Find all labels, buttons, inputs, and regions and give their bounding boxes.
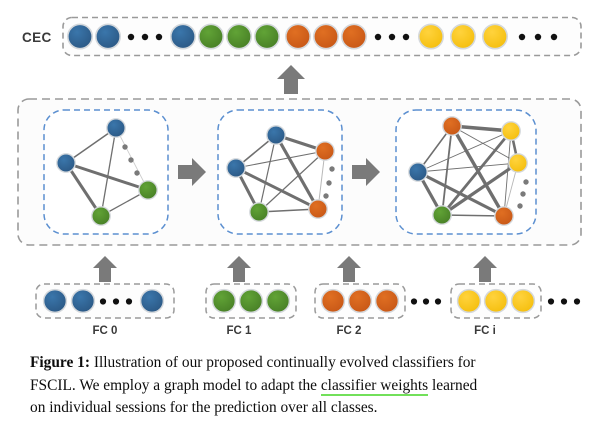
graph1-node-blue-top <box>266 125 286 145</box>
cec-node-blue-1 <box>67 23 94 50</box>
caption-label: Figure 1: <box>30 354 90 371</box>
fci-node-yellow-1 <box>456 288 482 314</box>
cec-node-orange-1 <box>284 23 311 50</box>
figure-caption: Figure 1: Illustration of our proposed c… <box>30 352 575 420</box>
cec-ellipsis-3 <box>518 33 558 41</box>
caption-line2-suffix: learned <box>428 376 478 394</box>
caption-line2-prefix: FSCIL. We employ a graph model to adapt … <box>30 376 321 394</box>
fci-trailing-ellipsis <box>547 298 581 305</box>
cec-node-yellow-1 <box>417 23 444 50</box>
cec-ellipsis-2 <box>374 33 410 41</box>
graph1-node-orange-bottom <box>308 199 328 219</box>
graph1-node-green-bottom <box>249 202 269 222</box>
cec-node-orange-3 <box>340 23 367 50</box>
fc1-node-green-1 <box>211 288 237 314</box>
cec-node-yellow-3 <box>481 23 508 50</box>
cec-node-green-3 <box>254 23 281 50</box>
graph2-node-yellow-right <box>508 153 528 173</box>
arrow-right-session-1-to-2 <box>352 158 380 186</box>
cec-node-blue-2 <box>95 23 122 50</box>
graph1-node-blue-left <box>226 158 246 178</box>
caption-line3: on individual sessions for the predictio… <box>30 399 378 416</box>
fc1-node-green-2 <box>238 288 264 314</box>
arrow-up-fci <box>473 256 497 282</box>
graph2-node-orange-bottom <box>494 206 514 226</box>
cec-node-blue-3 <box>170 23 197 50</box>
cec-label: CEC <box>22 30 52 45</box>
caption-highlight-classifier-weights: classifier weights <box>320 376 429 396</box>
fc-group-1-nodes <box>211 288 291 314</box>
graph2-node-orange-top <box>442 116 462 136</box>
arrow-up-fc1 <box>227 256 251 282</box>
caption-line1-text: Illustration of our proposed continually… <box>89 354 476 371</box>
cec-node-green-2 <box>226 23 253 50</box>
fc0-node-blue-3 <box>139 288 165 314</box>
graph-panel-session-1-ellipsis <box>323 166 335 199</box>
fci-node-yellow-3 <box>510 288 536 314</box>
fc-group-0-label: FC 0 <box>93 325 118 337</box>
fc2-trailing-ellipsis <box>410 298 442 305</box>
arrow-up-fc0 <box>93 256 117 282</box>
fc2-node-orange-2 <box>347 288 373 314</box>
fc2-node-orange-1 <box>320 288 346 314</box>
fc-group-i-nodes <box>456 288 536 314</box>
graph2-node-green-bottom <box>432 205 452 225</box>
fc-group-1-label: FC 1 <box>227 325 253 337</box>
fc0-node-blue-1 <box>42 288 68 314</box>
graph2-node-blue-left <box>408 162 428 182</box>
graph-panel-session-0 <box>43 109 169 235</box>
fc2-node-orange-3 <box>374 288 400 314</box>
cec-ellipsis-1 <box>127 33 163 41</box>
cec-node-orange-2 <box>312 23 339 50</box>
fc-group-0-nodes <box>42 288 165 314</box>
cec-node-green-1 <box>198 23 225 50</box>
arrow-up-to-cec <box>277 65 305 94</box>
fc-group-i-label: FC i <box>474 325 496 337</box>
fc-group-2-label: FC 2 <box>337 325 362 337</box>
graph0-node-blue-left <box>56 153 76 173</box>
graph-panel-session-2-ellipsis <box>517 179 529 209</box>
graph2-node-yellow-top <box>501 121 521 141</box>
graph1-node-orange-right <box>315 141 335 161</box>
graph0-node-green-right <box>138 180 158 200</box>
graph-panel-session-0-nodes <box>56 118 158 226</box>
arrow-right-session-0-to-1 <box>178 158 206 186</box>
fc1-node-green-3 <box>265 288 291 314</box>
fc0-ellipsis <box>99 298 133 305</box>
graph0-node-green-bottom <box>91 206 111 226</box>
fc-group-2-nodes <box>320 288 400 314</box>
graph-panel-session-1-nodes <box>226 125 335 222</box>
graph0-node-blue-top <box>106 118 126 138</box>
figure-illustration: CEC <box>17 16 582 337</box>
graph-panel-session-0-ellipsis <box>122 144 140 176</box>
fc0-node-blue-2 <box>70 288 96 314</box>
cec-node-list <box>67 23 558 50</box>
fci-node-yellow-2 <box>483 288 509 314</box>
cec-node-yellow-2 <box>449 23 476 50</box>
graph-panel-session-2-nodes <box>408 116 528 226</box>
arrow-up-fc2 <box>337 256 361 282</box>
